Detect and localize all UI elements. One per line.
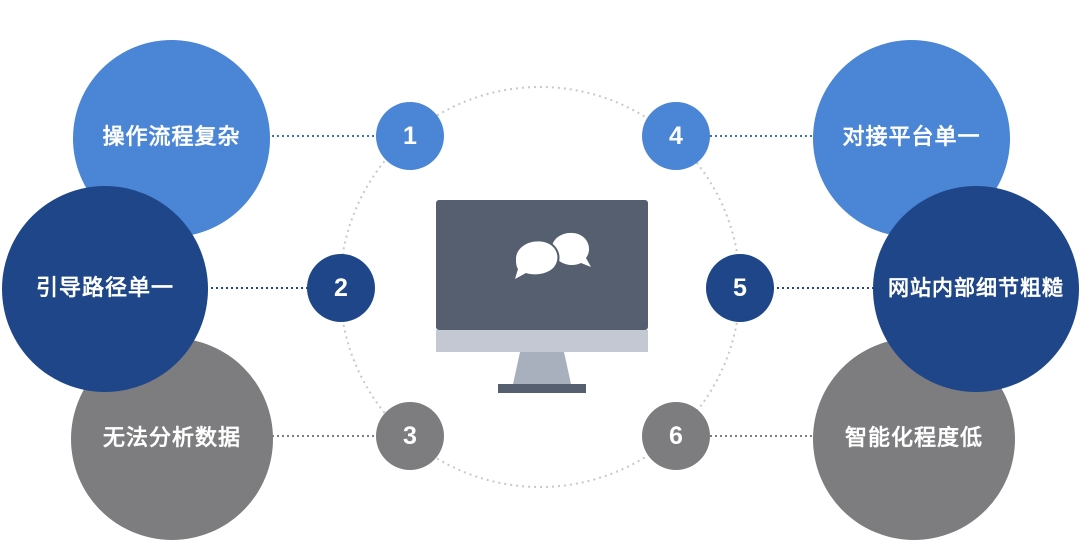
item-2-circle: 引导路径单一 bbox=[2, 186, 208, 392]
monitor-base bbox=[498, 384, 586, 393]
item-5-circle: 网站内部细节粗糙 bbox=[873, 186, 1079, 392]
chat-bubbles-icon bbox=[512, 232, 591, 282]
monitor-chat-icon bbox=[436, 200, 648, 393]
item-6-label: 智能化程度低 bbox=[844, 425, 983, 451]
item-2-number: 2 bbox=[307, 254, 375, 322]
monitor-stand bbox=[513, 352, 571, 384]
item-2-label: 引导路径单一 bbox=[35, 275, 174, 301]
item-1-label: 操作流程复杂 bbox=[102, 125, 241, 151]
item-5-number: 5 bbox=[706, 254, 774, 322]
item-6-number: 6 bbox=[642, 402, 710, 470]
item-4-number: 4 bbox=[642, 102, 710, 170]
item-5-label: 网站内部细节粗糙 bbox=[888, 276, 1064, 301]
monitor-chin bbox=[436, 330, 648, 352]
item-3-number: 3 bbox=[376, 402, 444, 470]
item-3-label: 无法分析数据 bbox=[102, 425, 241, 451]
item-1-number: 1 bbox=[376, 102, 444, 170]
item-4-label: 对接平台单一 bbox=[842, 125, 981, 151]
